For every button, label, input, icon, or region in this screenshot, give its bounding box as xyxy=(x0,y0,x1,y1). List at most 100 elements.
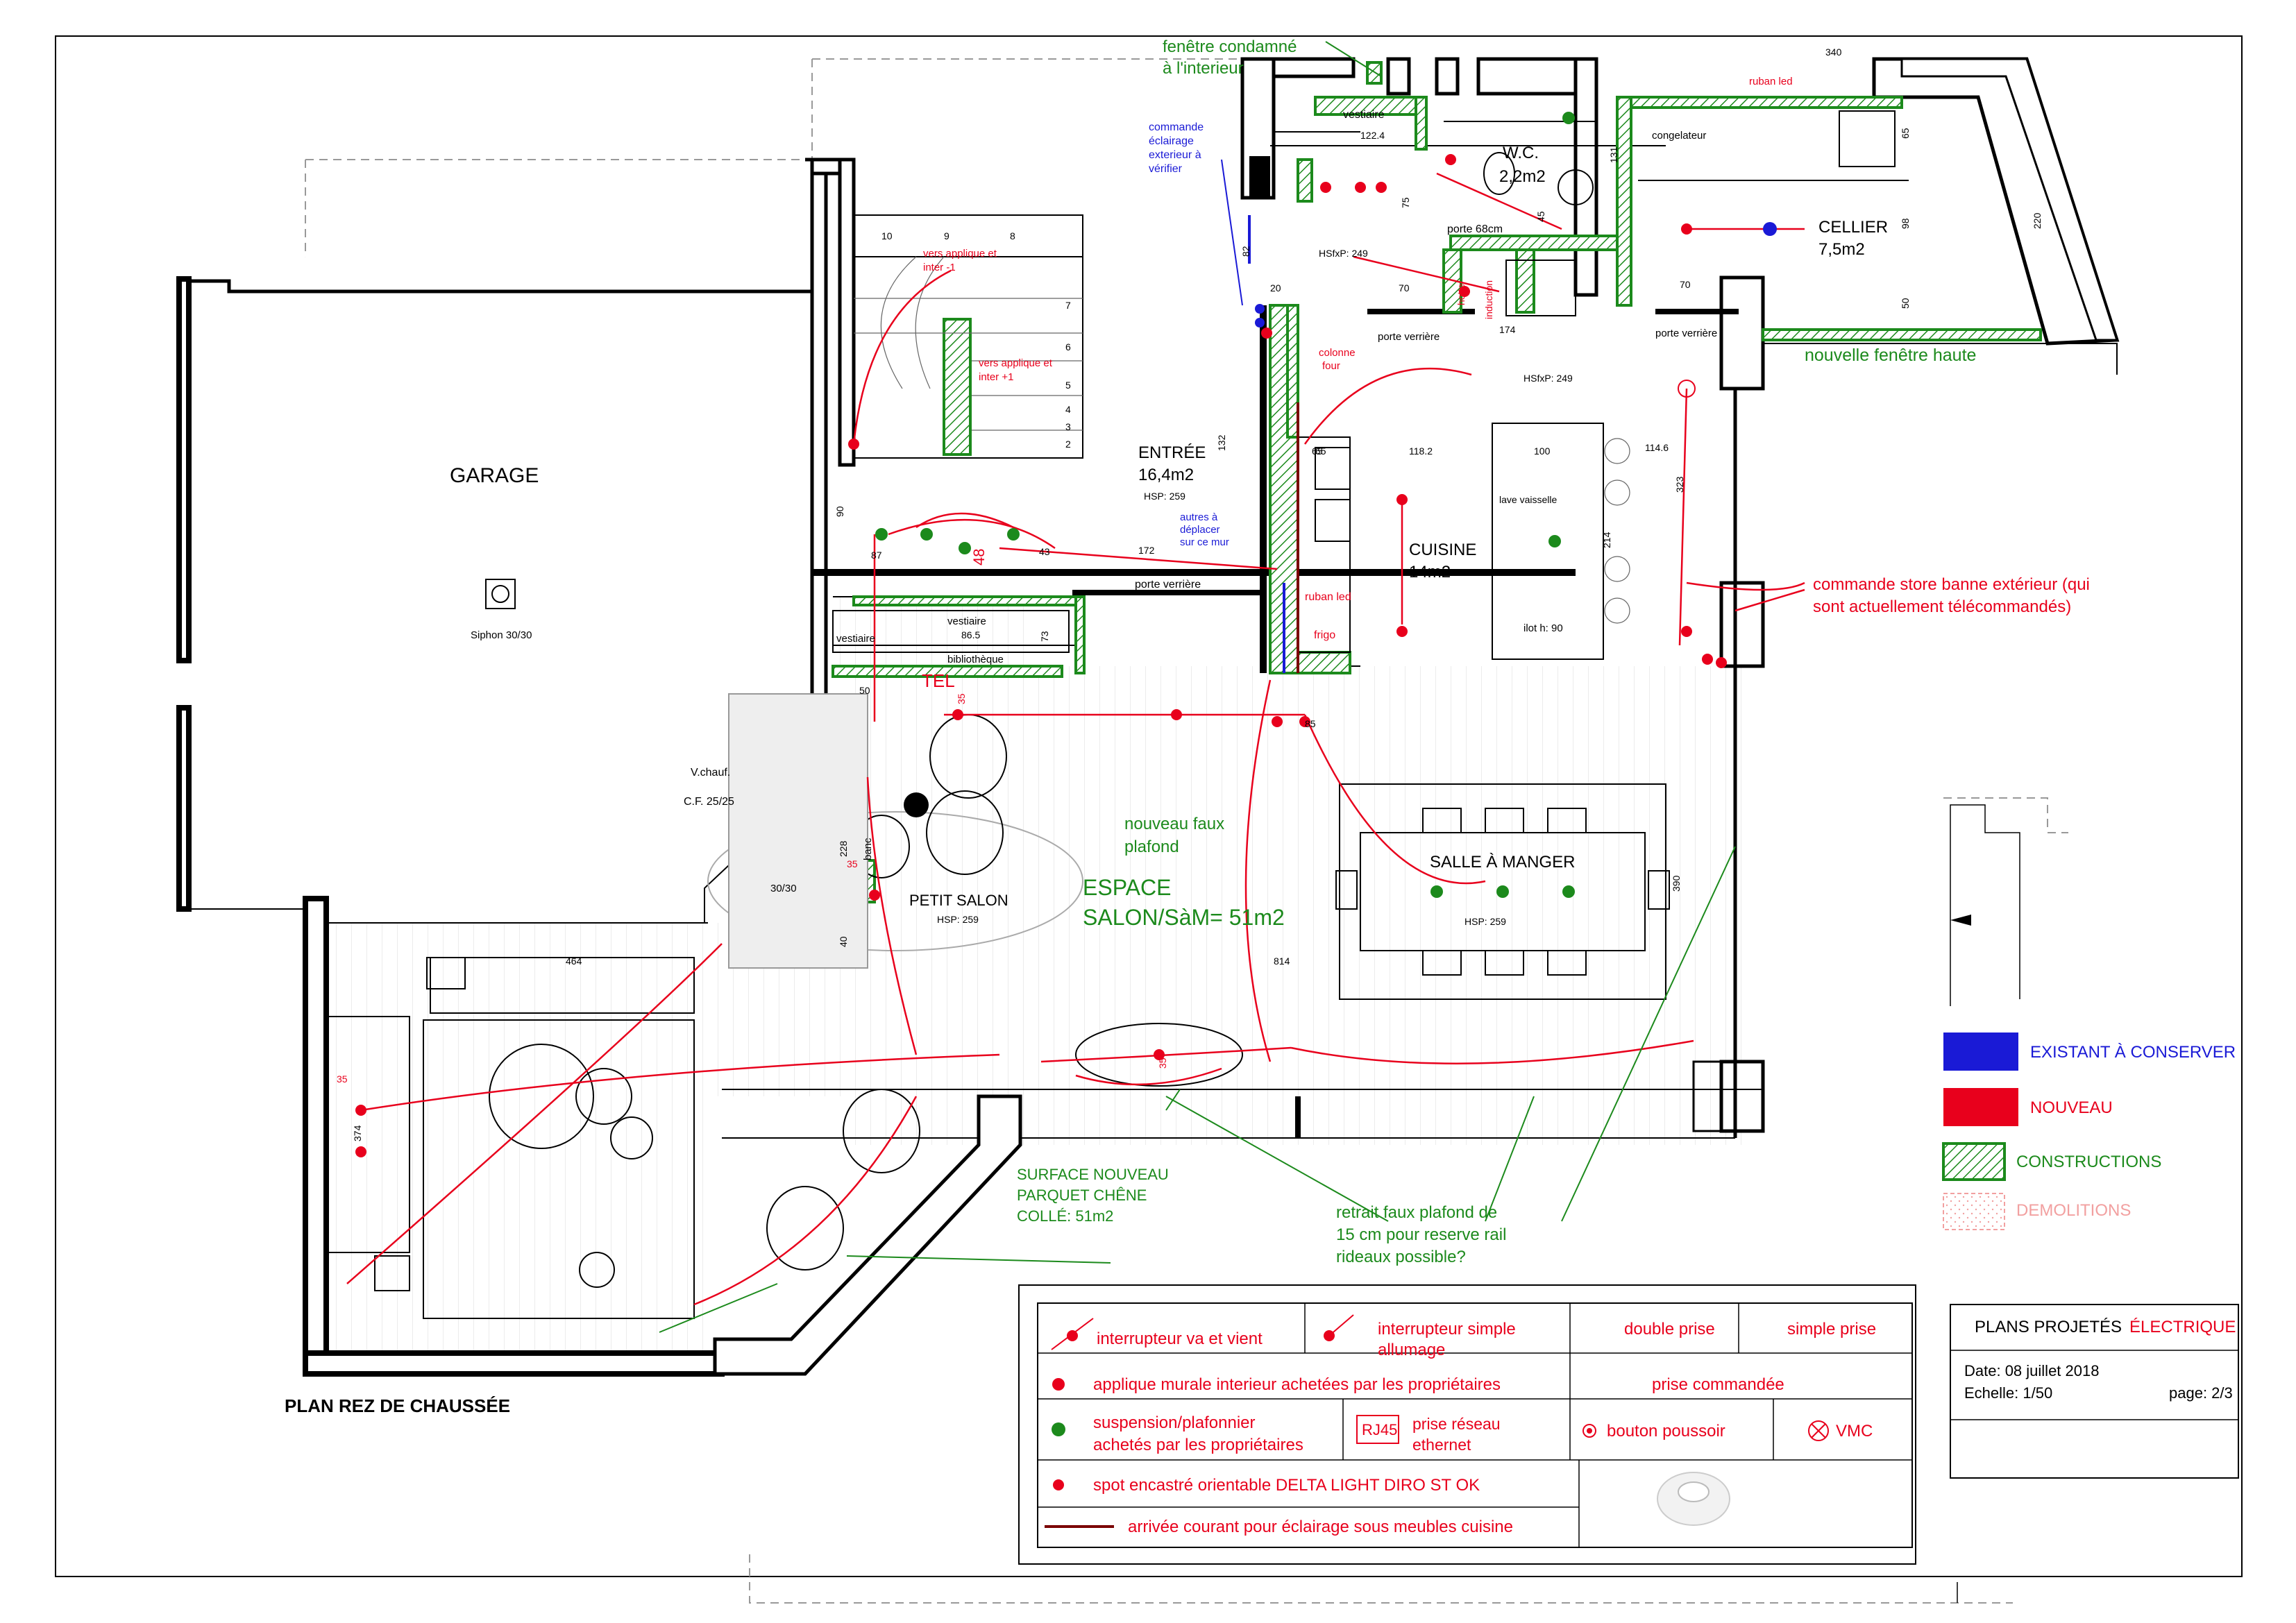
plan-label: banc xyxy=(862,838,874,860)
plan-label: prise commandée xyxy=(1652,1375,1784,1394)
plan-label: 100 xyxy=(1534,445,1551,457)
plan-label: interrupteur va et vient xyxy=(1097,1329,1263,1348)
electrical-symbols xyxy=(355,112,1777,1157)
plan-label: simple prise xyxy=(1787,1320,1876,1339)
plan-label: 10 xyxy=(881,230,893,241)
plan-label: autres à xyxy=(1180,511,1218,523)
plan-label: 323 xyxy=(1674,476,1685,493)
plan-label: 75 xyxy=(1400,197,1411,208)
plan-label: 118.2 xyxy=(1409,445,1433,457)
plan-label: 3 xyxy=(1065,421,1071,432)
plan-label: porte verrière xyxy=(1655,328,1717,339)
plan-label: 214 xyxy=(1601,532,1612,548)
legend-demolitions-label: DEMOLITIONS xyxy=(2016,1201,2131,1220)
plan-label: achetés par les propriétaires xyxy=(1093,1436,1303,1454)
plan-label: 9 xyxy=(944,230,949,241)
plan-label: 340 xyxy=(1825,46,1842,58)
legend-existing-label: EXISTANT À CONSERVER xyxy=(2030,1043,2236,1062)
plan-label: éclairage xyxy=(1149,135,1194,147)
electrical-wiring xyxy=(346,172,1805,1306)
plan-label: ruban led xyxy=(1749,76,1793,87)
note-nouvelle-fenetre: nouvelle fenêtre haute xyxy=(1805,346,1976,365)
plan-label: à l'interieur xyxy=(1163,59,1244,78)
plan-label: hotte xyxy=(1455,284,1467,305)
kitchen-furniture xyxy=(1297,110,1896,660)
plan-label: 98 xyxy=(1900,218,1911,229)
room-entree: ENTRÉE xyxy=(1138,443,1206,462)
note-surface-parquet: SURFACE NOUVEAU xyxy=(1017,1166,1169,1183)
plan-label: 5 xyxy=(1065,380,1071,391)
plan-label: rideaux possible? xyxy=(1336,1248,1466,1266)
plan-label: vestiaire xyxy=(1343,109,1385,121)
plan-label: applique murale interieur achetées par l… xyxy=(1093,1375,1501,1394)
plan-label: 48 xyxy=(970,549,988,566)
plan-label: 220 xyxy=(2032,212,2043,229)
plan-label: 132 xyxy=(1216,434,1227,451)
legend-new-label: NOUVEAU xyxy=(2030,1098,2113,1117)
room-cuisine: CUISINE xyxy=(1409,541,1476,559)
plan-label: V.chauf. xyxy=(691,767,730,779)
plan-label: 73 xyxy=(1039,631,1050,642)
plan-label: 87 xyxy=(871,550,882,561)
plan-title: PLAN REZ DE CHAUSSÉE xyxy=(285,1395,510,1416)
plan-label: induction xyxy=(1483,280,1494,319)
plan-label: 8 xyxy=(1010,230,1015,241)
note-faux-plafond: nouveau faux xyxy=(1124,815,1224,833)
plan-label: ethernet xyxy=(1412,1436,1471,1454)
plan-label: HSfxP: 249 xyxy=(1523,373,1573,384)
plan-label: 172 xyxy=(1138,545,1155,556)
plan-label: 6 xyxy=(1065,341,1071,352)
plan-label: C.F. 25/25 xyxy=(684,796,734,808)
title-block xyxy=(1950,804,2239,1603)
plan-label: Echelle: 1/50 xyxy=(1964,1384,2052,1402)
plan-label: 30/30 xyxy=(770,883,797,894)
plan-label: 4 xyxy=(1065,404,1071,415)
plan-label: 390 xyxy=(1671,875,1682,892)
plan-label: interrupteur simple xyxy=(1378,1320,1516,1339)
plan-label: porte verrière xyxy=(1135,579,1201,590)
plan-label: 65 xyxy=(1315,445,1326,457)
plan-label: ÉLECTRIQUE xyxy=(2129,1318,2236,1336)
plan-label: 131 xyxy=(1608,146,1619,163)
living-furniture xyxy=(326,693,1243,1319)
plan-label: HSP: 259 xyxy=(1464,916,1506,927)
floor-lamp xyxy=(904,792,929,817)
plan-label: COLLÉ: 51m2 xyxy=(1017,1207,1113,1225)
legend-swatch-existing xyxy=(1943,1033,2018,1071)
room-petit-salon: PETIT SALON xyxy=(909,892,1008,909)
plan-label: suspension/plafonnier xyxy=(1093,1413,1256,1432)
plan-label: 7 xyxy=(1065,300,1071,311)
plan-label: HSfxP: 249 xyxy=(1319,248,1368,259)
room-cellier: CELLIER xyxy=(1818,218,1888,237)
plan-label: inter +1 xyxy=(979,371,1013,383)
plan-label: bouton poussoir xyxy=(1607,1422,1725,1441)
plan-label: plafond xyxy=(1124,838,1179,856)
plan-label: VMC xyxy=(1836,1422,1873,1441)
plan-label: 85 xyxy=(1305,718,1316,729)
plan-label: 50 xyxy=(859,685,870,696)
plan-label: vestiaire xyxy=(947,615,986,627)
plan-label: arrivée courant pour éclairage sous meub… xyxy=(1128,1518,1513,1536)
plan-label: 35 xyxy=(337,1073,348,1085)
legend-swatch-demolitions xyxy=(1943,1193,2005,1230)
floor-boards-lounge xyxy=(326,923,715,1367)
floor-boards-salon xyxy=(847,666,1742,1145)
plan-label: 43 xyxy=(1039,546,1050,557)
plan-label: double prise xyxy=(1624,1320,1715,1339)
house-walls xyxy=(303,57,2120,1377)
legend-swatch-new xyxy=(1943,1088,2018,1126)
plan-label: 40 xyxy=(838,936,849,947)
note-commande-store: commande store banne extérieur (qui xyxy=(1813,575,2090,594)
plan-label: 90 xyxy=(834,506,845,517)
room-wc: W.C. xyxy=(1503,144,1539,162)
plan-label: 35 xyxy=(847,858,858,869)
plan-label: 70 xyxy=(1680,279,1691,290)
plan-label: 374 xyxy=(352,1125,363,1141)
plan-label: 174 xyxy=(1499,324,1516,335)
plan-label: HSP: 259 xyxy=(937,914,979,925)
espace-salon-label: ESPACE xyxy=(1083,875,1171,900)
plan-label: 15 cm pour reserve rail xyxy=(1336,1225,1506,1244)
room-wc-area: 2,2m2 xyxy=(1499,167,1546,186)
plan-label: exterieur à xyxy=(1149,149,1201,161)
